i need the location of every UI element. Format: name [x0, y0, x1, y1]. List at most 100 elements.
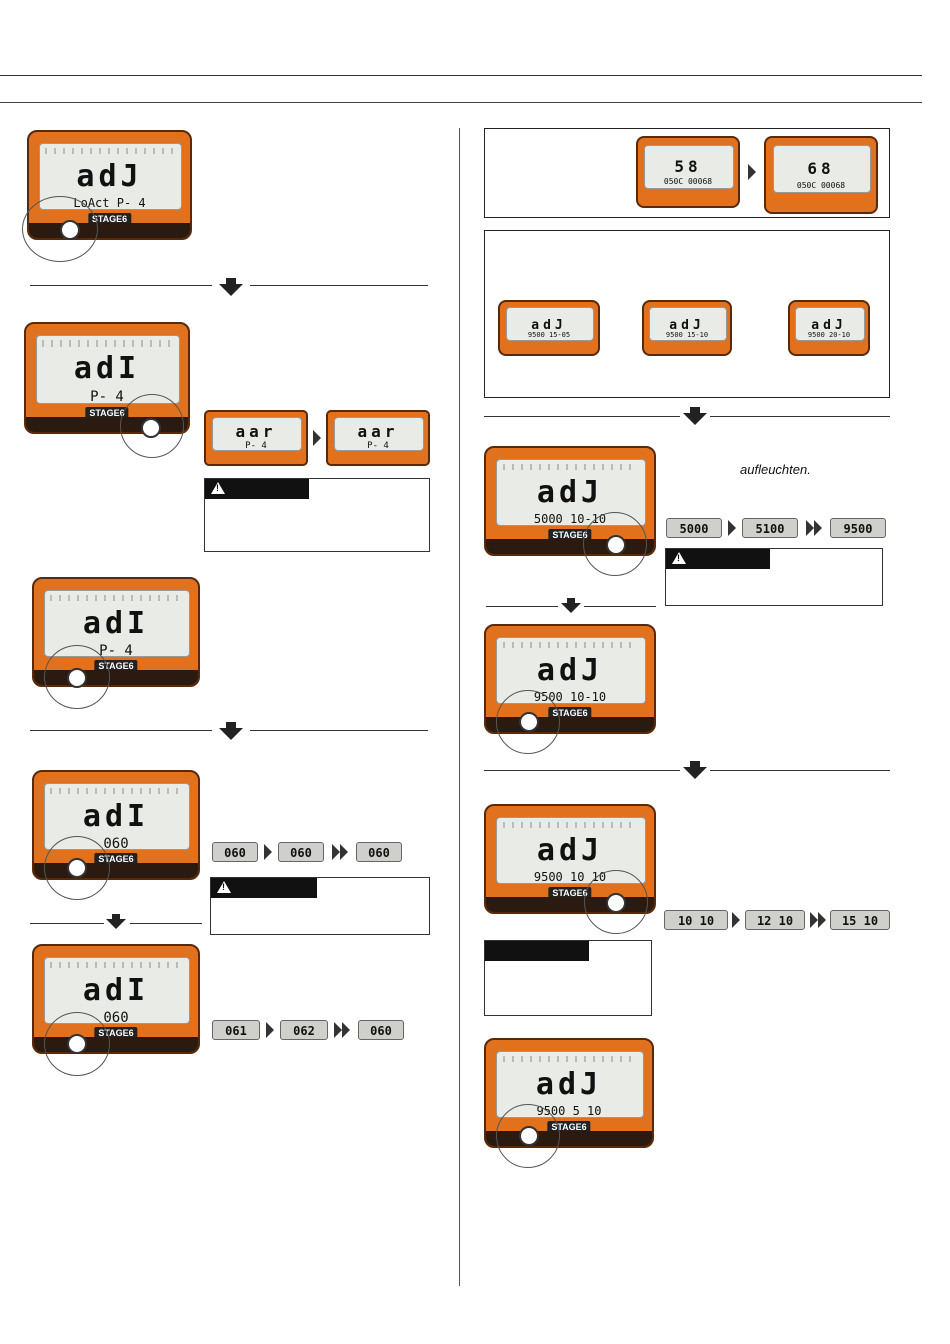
- double-arrow-icon: [806, 520, 814, 536]
- button-highlight-circle: [120, 394, 184, 458]
- header-rule-top: [0, 75, 922, 76]
- down-arrow-icon: [219, 728, 243, 740]
- mini-display-5a: 061: [212, 1020, 260, 1040]
- mini-display-r3a: 10 10: [664, 910, 728, 930]
- display-sub: 9500 10 10: [533, 869, 607, 884]
- display-main: adI: [82, 798, 150, 834]
- button-icon: [67, 858, 87, 878]
- top-dashboard-a: 58 050C 00068: [636, 136, 740, 208]
- row-dashboard-b: adJ 9500 15-10: [642, 300, 732, 356]
- button-highlight-circle: [44, 836, 110, 900]
- mini-display-4b: 060: [278, 842, 324, 862]
- mini-display-r3b: 12 10: [745, 910, 805, 930]
- mini-display-4c: 060: [356, 842, 402, 862]
- divider-right-2a: [486, 606, 558, 607]
- right-arrow-icon: [748, 164, 756, 180]
- right-arrow-icon: [266, 1022, 274, 1038]
- dashboard-image-5: adI 060 STAGE6: [32, 944, 200, 1054]
- down-arrow-icon: [683, 413, 707, 425]
- divider-right-2b: [584, 606, 656, 607]
- button-highlight-circle: [496, 1104, 560, 1168]
- display-sub: 5000 10-10: [533, 511, 607, 526]
- down-arrow-icon: [219, 284, 243, 296]
- header-rule-bottom: [0, 102, 922, 103]
- down-arrow-icon: [561, 603, 581, 613]
- button-icon: [67, 668, 87, 688]
- right-arrow-icon: [313, 430, 321, 446]
- warning-box-2: [210, 877, 430, 935]
- button-icon: [606, 535, 626, 555]
- button-highlight-circle: [496, 690, 560, 754]
- button-icon: [519, 712, 539, 732]
- mini-display-5b: 062: [280, 1020, 328, 1040]
- mini-display-5c: 060: [358, 1020, 404, 1040]
- display-sub: LoAct P- 4: [73, 195, 146, 210]
- button-icon: [606, 893, 626, 913]
- mini-display-2a: aar P- 4: [204, 410, 308, 466]
- dashboard-image-3: adI P- 4 STAGE6: [32, 577, 200, 687]
- divider-left-3a: [30, 923, 104, 924]
- display-main: adI: [82, 605, 150, 641]
- caption-text: aufleuchten.: [740, 462, 811, 477]
- divider-left-2a: [30, 730, 212, 731]
- down-arrow-icon: [106, 919, 126, 929]
- divider-left-3b: [130, 923, 202, 924]
- display-main: adJ: [536, 474, 604, 510]
- warning-icon: [672, 552, 686, 564]
- display-main: adI: [82, 972, 150, 1008]
- brand-logo: STAGE6: [87, 213, 132, 226]
- info-frame-1: [484, 128, 890, 218]
- mini-display-r1c: 9500: [830, 518, 886, 538]
- row-dashboard-a: adJ 9500 15-05: [498, 300, 600, 356]
- mini-display-4a: 060: [212, 842, 258, 862]
- display-main: adJ: [536, 832, 604, 868]
- down-arrow-icon: [683, 767, 707, 779]
- display-sub: 060: [103, 1009, 129, 1026]
- divider-right-3a: [484, 770, 680, 771]
- button-highlight-circle: [44, 1012, 110, 1076]
- double-arrow-icon: [334, 1022, 342, 1038]
- double-arrow-icon: [332, 844, 340, 860]
- display-sub: P- 4: [99, 642, 133, 659]
- right-arrow-icon: [732, 912, 740, 928]
- divider-right-1a: [484, 416, 680, 417]
- brand-logo: STAGE6: [548, 887, 592, 900]
- display-main: adI: [73, 351, 141, 386]
- divider-right-3b: [710, 770, 890, 771]
- button-icon: [60, 220, 80, 240]
- warning-box-4: [484, 940, 652, 1016]
- divider-right-1b: [710, 416, 890, 417]
- brand-logo: STAGE6: [548, 529, 592, 542]
- button-highlight-circle: [584, 870, 648, 934]
- row-dashboard-c: adJ 9500 20-10: [788, 300, 870, 356]
- brand-logo: STAGE6: [85, 407, 129, 420]
- display-main: adJ: [76, 158, 143, 194]
- warning-icon: [211, 482, 225, 494]
- display-sub: 9500 5 10: [536, 1103, 602, 1118]
- button-icon: [67, 1034, 87, 1054]
- mini-display-r3c: 15 10: [830, 910, 890, 930]
- divider-left-2b: [250, 730, 428, 731]
- right-arrow-icon: [264, 844, 272, 860]
- double-arrow-icon: [810, 912, 818, 928]
- display-sub: P- 4: [90, 388, 124, 405]
- mini-display-2b: aar P- 4: [326, 410, 430, 466]
- button-highlight-circle: [583, 512, 647, 576]
- divider-left-1b: [250, 285, 428, 286]
- mini-display-r1b: 5100: [742, 518, 798, 538]
- right-arrow-icon: [728, 520, 736, 536]
- display-main: adJ: [535, 1066, 603, 1102]
- warning-icon: [217, 881, 231, 893]
- display-sub: 060: [103, 835, 129, 852]
- warning-box-3: [665, 548, 883, 606]
- top-dashboard-b: 68 050C 00068: [764, 136, 878, 214]
- divider-left-1a: [30, 285, 212, 286]
- button-icon: [141, 418, 161, 438]
- info-frame-2: [484, 230, 890, 398]
- column-divider: [459, 128, 460, 1286]
- button-icon: [519, 1126, 539, 1146]
- mini-display-r1a: 5000: [666, 518, 722, 538]
- button-highlight-circle: [44, 645, 110, 709]
- button-highlight-circle: [22, 196, 98, 262]
- warning-box-1: [204, 478, 430, 552]
